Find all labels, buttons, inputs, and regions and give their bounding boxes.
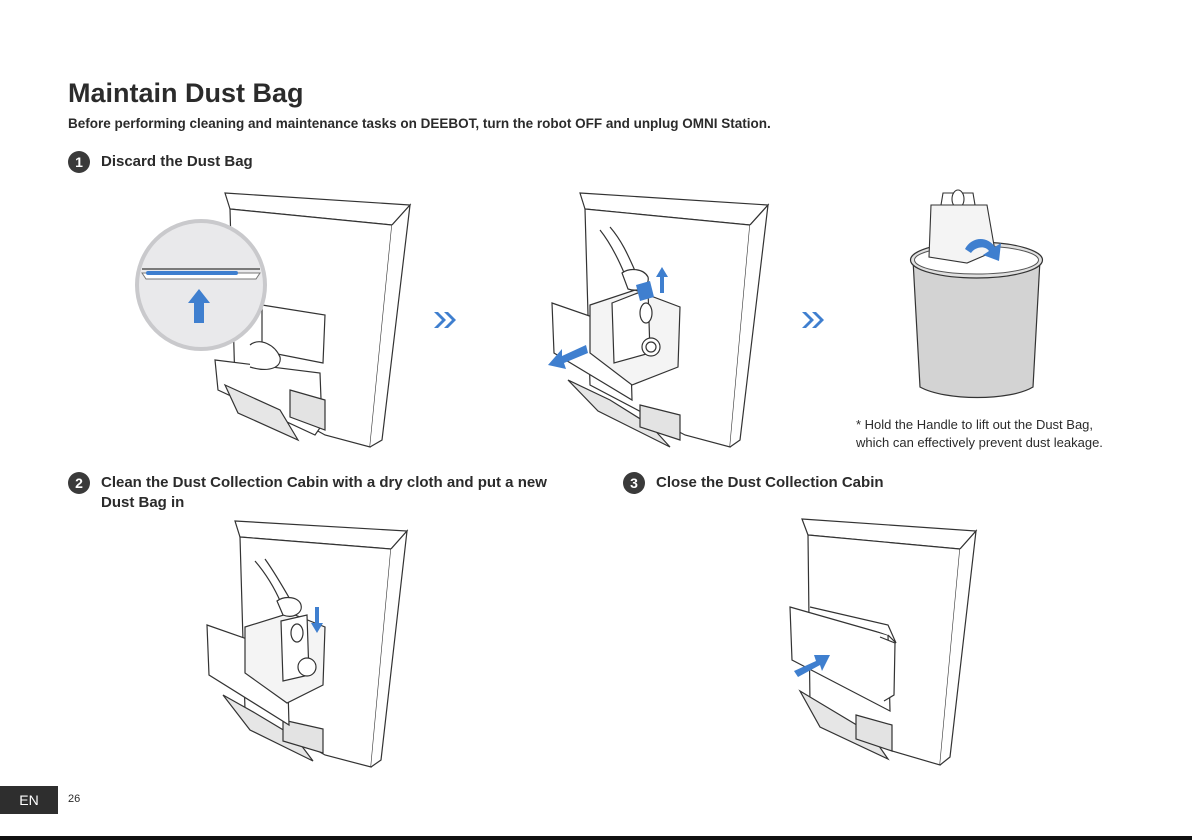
step-1-heading: 1 Discard the Dust Bag	[68, 151, 253, 173]
step-3-heading: 3 Close the Dust Collection Cabin	[623, 472, 884, 494]
step-label: Clean the Dust Collection Cabin with a d…	[101, 474, 547, 511]
arrow-left-icon	[548, 345, 588, 369]
step-label: Close the Dust Collection Cabin	[656, 474, 884, 491]
step-label: Discard the Dust Bag	[101, 153, 253, 170]
note-line-2: which can effectively prevent dust leaka…	[856, 435, 1103, 450]
double-chevron-right-icon	[434, 312, 456, 328]
page-number: 26	[68, 793, 81, 805]
arrow-up-icon	[188, 289, 210, 323]
double-chevron-right-icon	[802, 312, 824, 328]
step-number-badge: 1	[68, 151, 90, 173]
step-number-badge: 2	[68, 472, 90, 494]
arrow-right-icon	[794, 655, 830, 677]
arrow-down-icon	[311, 607, 323, 633]
arrow-up-icon	[656, 267, 668, 293]
language-tab: EN	[0, 786, 58, 814]
illustration-discard-bag	[909, 189, 1044, 399]
illustration-insert-bag	[206, 520, 409, 768]
illustration-close-cabin	[789, 518, 978, 766]
bottom-rule	[0, 836, 1192, 840]
illustration-open-cabin	[135, 192, 412, 448]
note-line-1: * Hold the Handle to lift out the Dust B…	[856, 417, 1094, 432]
handle-note: * Hold the Handle to lift out the Dust B…	[856, 416, 1103, 452]
page-title: Maintain Dust Bag	[68, 78, 304, 108]
magnifier-callout	[135, 219, 267, 351]
illustration-lift-bag	[548, 192, 770, 448]
step-2-heading: 2 Clean the Dust Collection Cabin with a…	[68, 472, 558, 513]
rotate-arrow-icon	[965, 238, 1001, 261]
page-subtitle: Before performing cleaning and maintenan…	[68, 116, 771, 131]
step-number-badge: 3	[623, 472, 645, 494]
